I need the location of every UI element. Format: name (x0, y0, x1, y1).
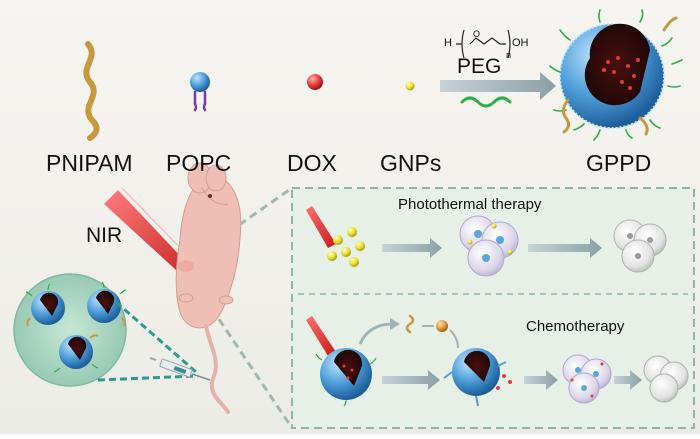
gnp-cluster (327, 227, 365, 267)
syringe-icon (149, 357, 211, 381)
arrow-chemo-2 (524, 370, 558, 390)
chemo-laser (306, 316, 336, 356)
tumor-cells (459, 215, 519, 277)
label-dox: DOX (287, 150, 337, 176)
peg-structure (456, 29, 511, 59)
label-chemotherapy: Chemotherapy (526, 318, 625, 335)
label-nir: NIR (86, 224, 123, 247)
tumor-cells-chemo (562, 354, 612, 404)
gold-nanoparticle-icon (405, 81, 415, 91)
released-pnipam (405, 314, 415, 334)
arrow-chemo-1 (382, 370, 440, 390)
arrow-pt-2 (528, 238, 602, 258)
peg-formula-h: H (444, 37, 452, 49)
arrow-pt-1 (382, 238, 442, 258)
peg-chain-icon (460, 96, 512, 108)
label-pnipam: PNIPAM (46, 150, 133, 176)
dead-cells-chemo (643, 355, 689, 403)
mouse-illustration (175, 162, 242, 414)
projection-line-top (185, 186, 293, 264)
label-gnps: GNPs (380, 150, 442, 176)
gppd-chemo-particle (315, 348, 377, 407)
arrow-chemo-3 (614, 370, 642, 390)
label-gppd: GPPD (586, 150, 652, 176)
label-peg: PEG (457, 55, 502, 78)
label-photothermal: Photothermal therapy (398, 196, 542, 213)
label-popc: POPC (166, 150, 232, 176)
released-lipid (436, 320, 448, 332)
peg-formula-o: O (473, 29, 481, 39)
popc-lipid-icon (190, 72, 210, 112)
peg-formula-oh: OH (512, 37, 529, 49)
nanoparticle-cluster (25, 281, 127, 373)
dead-cells (613, 219, 667, 273)
pnipam-chain-icon (83, 41, 100, 141)
synthesis-arrow (440, 72, 556, 100)
release-arrow-up (358, 322, 393, 345)
injection-guide-bottom (97, 374, 197, 382)
nir-laser-beam (104, 190, 186, 270)
peg-formula-n: n (506, 50, 512, 60)
dox-sphere-icon (307, 74, 323, 90)
injection-guide-top (115, 300, 197, 374)
disrupted-particle (443, 348, 512, 407)
photothermal-laser (306, 206, 336, 248)
gppd-nanoparticle (549, 9, 683, 141)
